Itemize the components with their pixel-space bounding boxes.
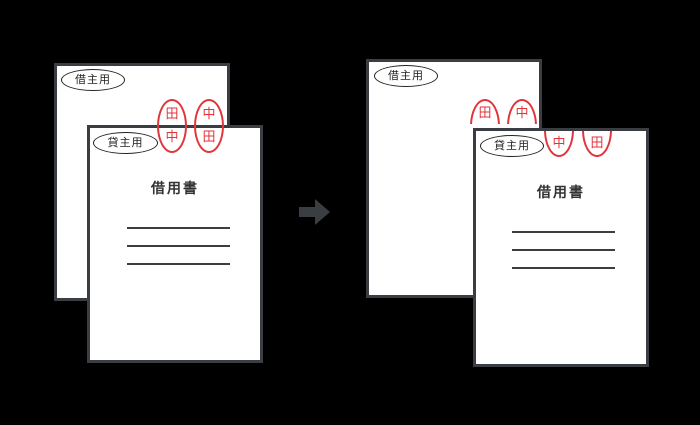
text-line: [127, 263, 230, 265]
text-line: [127, 227, 230, 229]
lender-copy-page: 貸主用 借用書: [87, 125, 263, 363]
seal-char: 田: [590, 135, 604, 151]
seal-char: 中: [515, 105, 529, 121]
borrower-label: 借主用: [61, 69, 125, 91]
seal-tanaka-right: 中 田: [194, 99, 224, 153]
seal-half-bottom-right: 田: [582, 131, 612, 157]
seal-half-top-left: 田: [470, 99, 500, 124]
seal-char: 中: [552, 135, 566, 151]
text-line: [127, 245, 230, 247]
seal-half-top-right: 中: [507, 99, 537, 124]
borrower-label: 借主用: [374, 65, 438, 87]
seal-char: 中: [165, 130, 179, 145]
seal-char: 中: [202, 107, 216, 122]
seal-char: 田: [202, 130, 216, 145]
lender-label: 貸主用: [93, 132, 158, 154]
text-line: [512, 249, 615, 251]
seal-half-container: 中 田: [541, 131, 621, 160]
arrow-right-icon: [299, 199, 330, 225]
document-title: 借用書: [537, 185, 585, 201]
text-line: [512, 231, 615, 233]
seal-half-container: 田 中: [467, 99, 539, 124]
document-title: 借用書: [151, 181, 199, 197]
seal-tanaka-left: 田 中: [157, 99, 187, 153]
seal-char: 田: [165, 107, 179, 122]
text-line: [512, 267, 615, 269]
seal-half-bottom-left: 中: [544, 131, 574, 157]
seal-char: 田: [478, 105, 492, 121]
lender-label: 貸主用: [480, 135, 544, 157]
lender-copy-page-after: 貸主用 中 田 借用書: [473, 128, 649, 367]
